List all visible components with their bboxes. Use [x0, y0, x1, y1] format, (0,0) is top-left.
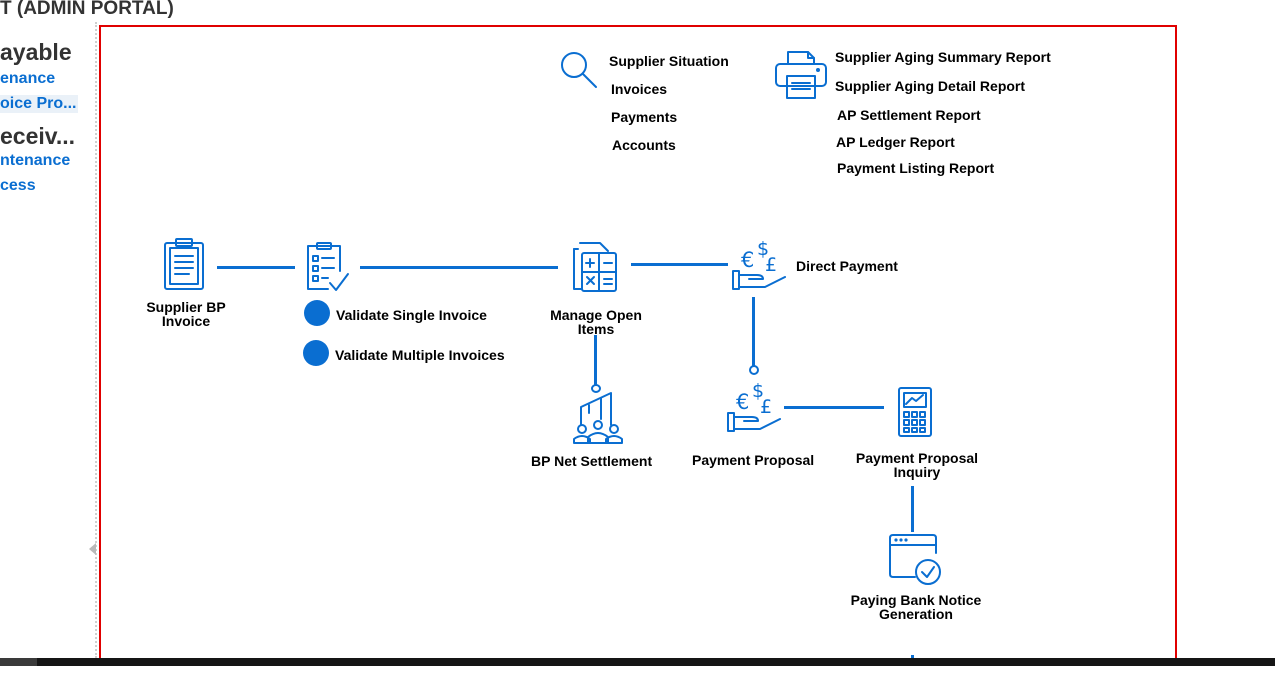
- printer-icon[interactable]: [773, 49, 829, 101]
- manage-open-items-label[interactable]: Manage Open Items: [536, 308, 656, 336]
- sidebar-section-receivable[interactable]: eceiv...: [0, 123, 76, 149]
- paying-bank-notice-label-line2: Generation: [879, 606, 953, 622]
- connector-line: [360, 266, 558, 269]
- report-ap-settlement[interactable]: AP Settlement Report: [837, 107, 981, 123]
- connector-node: [591, 384, 601, 393]
- connector-node: [749, 365, 759, 375]
- svg-text:€: €: [736, 390, 749, 414]
- payment-proposal-inquiry-label-line1: Payment Proposal: [855, 450, 979, 466]
- connector-line: [217, 266, 295, 269]
- checklist-icon[interactable]: [304, 241, 352, 295]
- paying-bank-notice-label[interactable]: Paying Bank Notice Generation: [836, 593, 996, 621]
- connector-line: [784, 406, 884, 409]
- connector-line: [752, 297, 755, 367]
- sidebar-section-payable[interactable]: ayable: [0, 39, 72, 65]
- calculator-chart-icon[interactable]: [896, 385, 934, 439]
- inquiry-accounts[interactable]: Accounts: [612, 137, 676, 153]
- report-payment-listing[interactable]: Payment Listing Report: [837, 160, 995, 176]
- svg-text:£: £: [760, 396, 772, 418]
- manage-open-items-label-line2: Items: [577, 321, 615, 337]
- currency-hand-icon[interactable]: € $ £: [724, 377, 782, 433]
- manage-open-items-label-line1: Manage Open: [550, 307, 642, 323]
- supplier-bp-invoice-label[interactable]: Supplier BP Invoice: [134, 300, 238, 328]
- clipboard-icon[interactable]: [161, 237, 207, 291]
- sidebar-link-maintenance[interactable]: enance: [0, 70, 56, 87]
- sidebar-splitter[interactable]: [95, 22, 99, 658]
- bp-net-settlement-label[interactable]: BP Net Settlement: [531, 453, 653, 469]
- window-check-icon[interactable]: [887, 531, 945, 587]
- collapse-arrow-icon[interactable]: [89, 543, 96, 555]
- bottom-bar: [0, 658, 1275, 666]
- svg-text:€: €: [741, 248, 754, 272]
- sidebar-link-invoice-process[interactable]: oice Pro...: [0, 95, 79, 113]
- inquiry-payments[interactable]: Payments: [611, 109, 678, 125]
- supplier-bp-invoice-label-line2: Invoice: [161, 313, 211, 329]
- validate-single-invoice-link[interactable]: Validate Single Invoice: [336, 307, 487, 323]
- svg-text:$: $: [757, 238, 769, 260]
- report-supplier-aging-summary[interactable]: Supplier Aging Summary Report: [835, 49, 1051, 65]
- payment-proposal-label[interactable]: Payment Proposal: [692, 452, 815, 468]
- process-flow-panel: Supplier Situation Invoices Payments Acc…: [99, 25, 1177, 665]
- calculator-document-icon[interactable]: [568, 239, 620, 295]
- currency-hand-icon[interactable]: € $ £: [729, 235, 787, 291]
- connector-line: [594, 335, 597, 387]
- payment-proposal-inquiry-label-line2: Inquiry: [893, 464, 941, 480]
- validate-multiple-invoices-link[interactable]: Validate Multiple Invoices: [335, 347, 505, 363]
- direct-payment-label[interactable]: Direct Payment: [796, 258, 898, 274]
- sidebar-link-ar-maintenance[interactable]: ntenance: [0, 152, 71, 169]
- svg-text:$: $: [752, 380, 764, 402]
- building-people-icon[interactable]: [571, 389, 625, 447]
- bottom-bar-segment: [0, 658, 37, 666]
- paying-bank-notice-label-line1: Paying Bank Notice: [850, 592, 982, 608]
- connector-line: [631, 263, 728, 266]
- validate-multiple-radio[interactable]: [303, 340, 329, 366]
- payment-proposal-inquiry-label[interactable]: Payment Proposal Inquiry: [847, 451, 987, 479]
- svg-text:£: £: [765, 254, 777, 276]
- inquiry-supplier-situation[interactable]: Supplier Situation: [609, 53, 729, 69]
- report-supplier-aging-detail[interactable]: Supplier Aging Detail Report: [835, 78, 1026, 94]
- report-ap-ledger[interactable]: AP Ledger Report: [836, 134, 955, 150]
- inquiry-invoices[interactable]: Invoices: [611, 81, 668, 97]
- connector-line: [911, 486, 914, 532]
- search-icon[interactable]: [557, 49, 601, 93]
- portal-title: T (ADMIN PORTAL): [0, 0, 174, 19]
- validate-single-radio[interactable]: [304, 300, 330, 326]
- sidebar-link-ar-process[interactable]: cess: [0, 177, 36, 194]
- supplier-bp-invoice-label-line1: Supplier BP: [146, 299, 226, 315]
